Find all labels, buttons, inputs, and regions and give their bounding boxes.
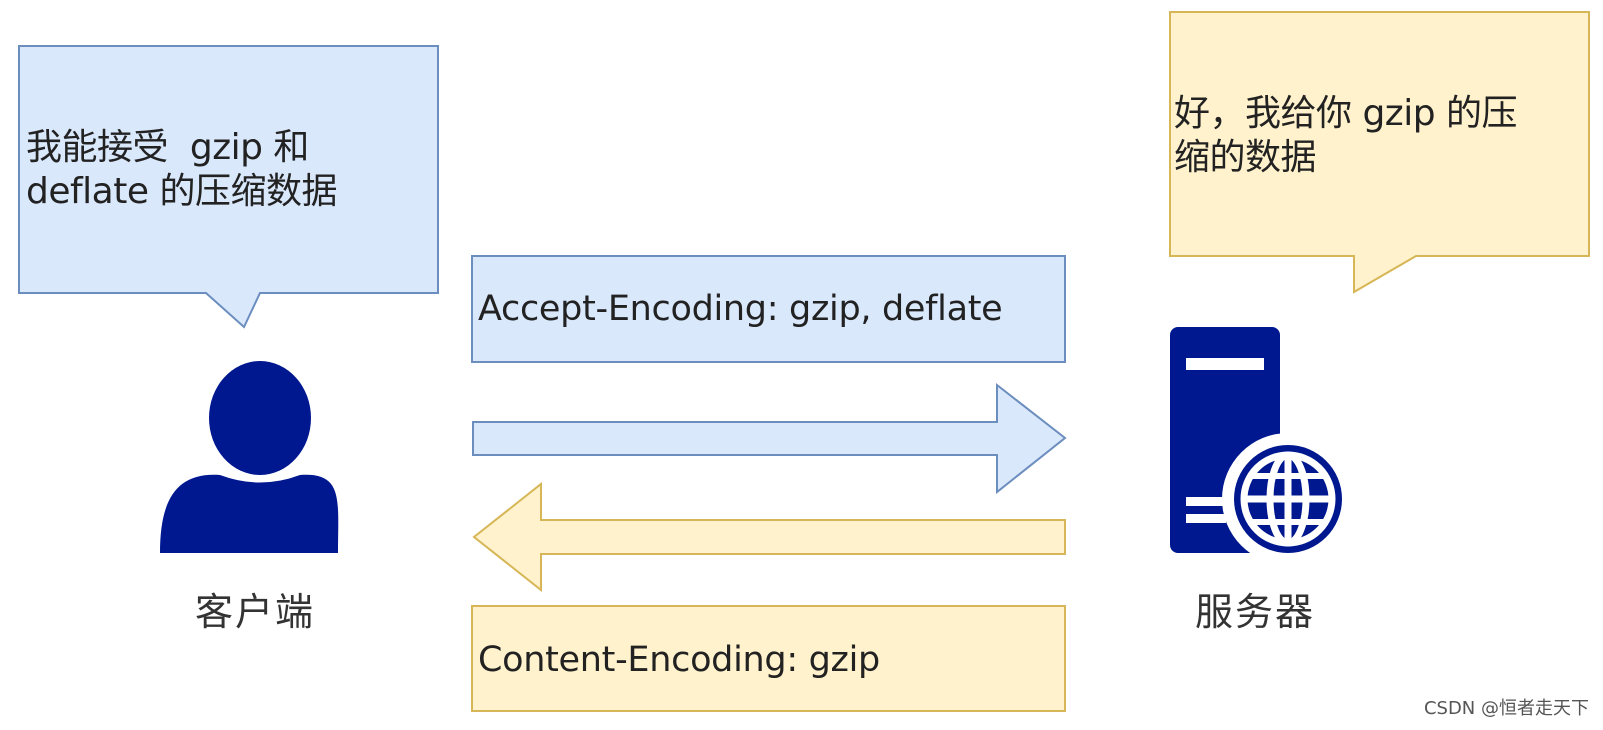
server-globe-icon	[1170, 327, 1354, 565]
client-bubble-line2: deflate 的压缩数据	[26, 171, 337, 212]
user-icon	[160, 361, 339, 553]
server-speech-bubble	[1169, 11, 1590, 294]
request-header-box	[471, 255, 1066, 363]
client-speech-bubble	[18, 45, 439, 329]
server-label: 服务器	[1194, 590, 1315, 634]
server-bubble-line2: 缩的数据	[1174, 137, 1317, 178]
response-header-box	[471, 605, 1066, 712]
request-header-text: Accept-Encoding: gzip, deflate	[478, 289, 1003, 329]
watermark: CSDN @恒者走天下	[1423, 698, 1589, 719]
server-bubble-text: 好，我给你 gzip 的压 缩的数据	[1174, 92, 1584, 180]
response-arrow	[472, 481, 1066, 593]
client-label: 客户端	[194, 590, 315, 634]
client-bubble-line1: 我能接受 gzip 和	[26, 127, 309, 168]
server-bubble-line1: 好，我给你 gzip 的压	[1174, 93, 1518, 134]
request-arrow	[472, 382, 1067, 495]
client-bubble-text: 我能接受 gzip 和 deflate 的压缩数据	[26, 126, 436, 214]
response-header-text: Content-Encoding: gzip	[478, 640, 880, 680]
